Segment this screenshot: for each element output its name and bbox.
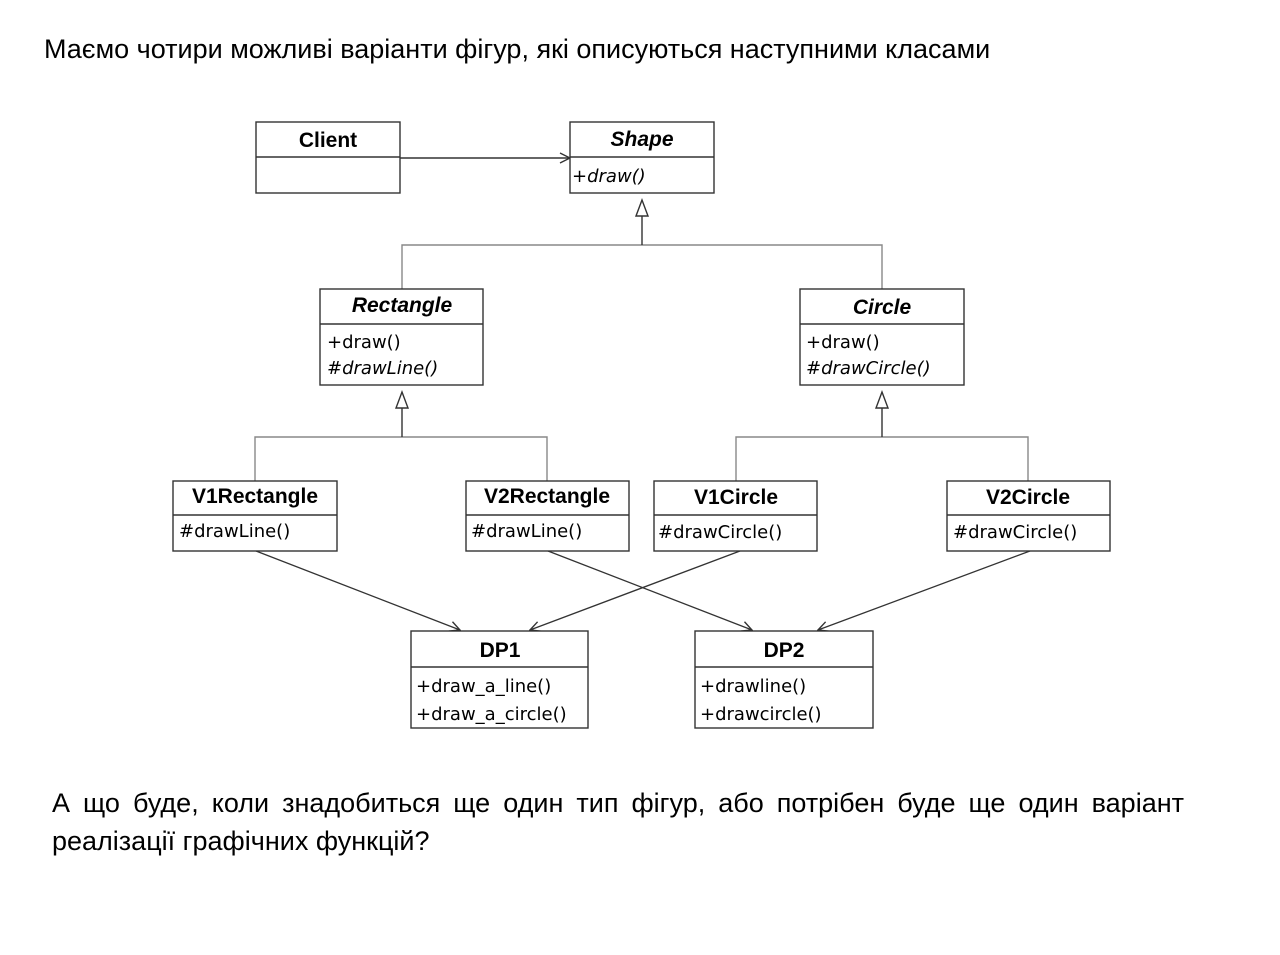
operation: +draw_a_line() [416, 676, 551, 697]
class-v2circle: V2Circle #drawCircle() [946, 480, 1111, 552]
class-name: Circle [853, 296, 912, 319]
operation: #drawLine() [471, 521, 582, 542]
class-name: DP2 [764, 639, 805, 662]
class-v1circle: V1Circle #drawCircle() [653, 480, 818, 552]
class-dp1: DP1 +draw_a_line() +draw_a_circle() [410, 630, 589, 729]
slide-question: А що буде, коли знадобиться ще один тип … [52, 788, 1184, 856]
operation: #drawLine() [179, 521, 290, 542]
operation: +draw() [327, 332, 401, 353]
class-name: V1Circle [694, 486, 778, 509]
class-circle: Circle +draw() #drawCircle() [799, 288, 965, 386]
class-name: V2Circle [986, 486, 1070, 509]
class-v2rectangle: V2Rectangle #drawLine() [465, 480, 630, 552]
class-v1rectangle: V1Rectangle #drawLine() [172, 480, 338, 552]
generalization-circle [735, 390, 1029, 481]
operation: +draw() [806, 332, 880, 353]
class-name: DP1 [480, 639, 521, 662]
operation: +drawline() [700, 676, 806, 697]
operation: +draw() [572, 166, 646, 187]
operation: #drawCircle() [806, 358, 931, 379]
dependency-v2rectangle-dp2 [547, 550, 752, 630]
class-rectangle: Rectangle +draw() #drawLine() [319, 288, 484, 386]
slide-heading: Маємо чотири можливі варіанти фігур, які… [44, 34, 991, 64]
dependency-v1rectangle-dp1 [255, 550, 460, 630]
class-name: Client [299, 129, 357, 152]
class-name: V2Rectangle [484, 485, 610, 508]
operation: +drawcircle() [700, 704, 822, 725]
operation: +draw_a_circle() [416, 704, 567, 725]
class-client: Client [255, 121, 401, 194]
class-name: V1Rectangle [192, 485, 318, 508]
class-shape: Shape +draw() [569, 121, 715, 194]
operation: #drawCircle() [658, 522, 782, 543]
dependency-v1circle-dp1 [530, 550, 741, 630]
class-dp2: DP2 +drawline() +drawcircle() [694, 630, 874, 729]
operation: #drawCircle() [953, 522, 1077, 543]
operation: #drawLine() [327, 358, 438, 379]
class-name: Shape [610, 128, 673, 151]
generalization-rectangle [254, 390, 548, 481]
dependency-v2circle-dp2 [818, 550, 1031, 630]
generalization-shape [401, 198, 883, 289]
class-name: Rectangle [352, 294, 453, 317]
